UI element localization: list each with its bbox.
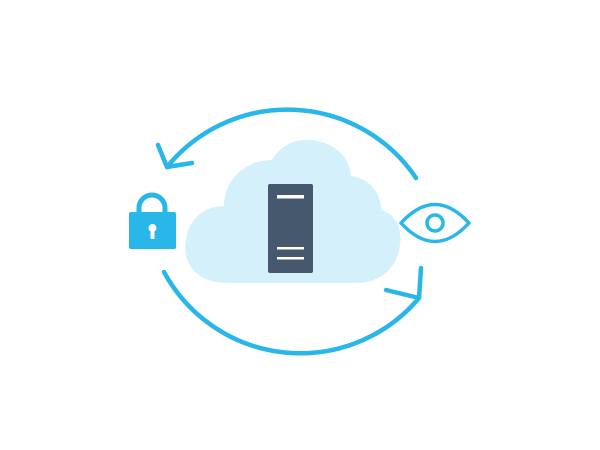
padlock-shackle (136, 192, 168, 216)
server-bottom-slot-2 (277, 257, 304, 260)
lower-cycle-arrow (161, 265, 424, 356)
upper-arc (164, 107, 419, 181)
server-tower-icon (268, 184, 313, 273)
upper-arrowhead (155, 142, 195, 170)
padlock-icon (129, 192, 176, 249)
padlock-keyhole-stem (150, 229, 155, 239)
lower-arrowhead (383, 265, 424, 301)
server-body (268, 184, 313, 273)
server-top-slot (277, 195, 304, 199)
eye-outline (399, 202, 471, 244)
upper-cycle-arrow (155, 107, 419, 181)
eye-icon (399, 202, 471, 244)
server-bottom-slot-1 (277, 247, 304, 250)
lower-arc (161, 269, 422, 356)
eye-iris (425, 213, 445, 233)
